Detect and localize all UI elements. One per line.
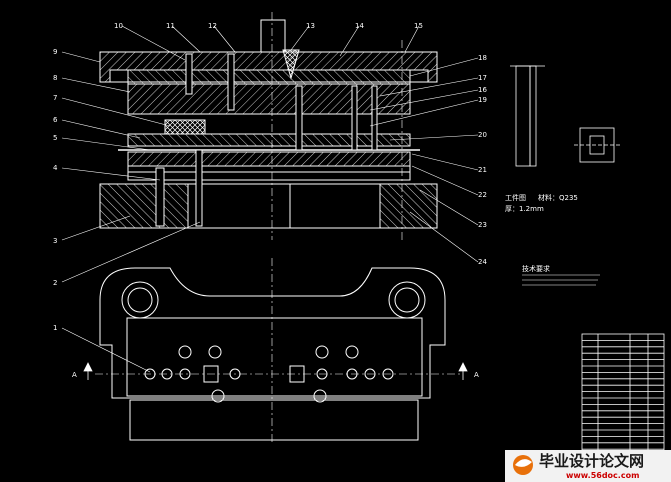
callout-5: 5 <box>53 134 57 142</box>
punch-plate <box>127 83 411 115</box>
callout-12: 12 <box>208 22 217 30</box>
watermark: 毕业设计论文网 www.56doc.com <box>505 450 671 482</box>
callouts-top: 10 11 12 13 14 15 <box>114 22 423 30</box>
callout-24: 24 <box>478 258 487 266</box>
callout-9: 9 <box>53 48 57 56</box>
callout-13: 13 <box>306 22 315 30</box>
callouts-left: 9 8 7 6 5 4 3 2 1 <box>53 48 58 332</box>
callout-15: 15 <box>414 22 423 30</box>
tech-requirement-lines <box>522 274 600 286</box>
callout-10: 10 <box>114 22 123 30</box>
plan-view <box>95 258 460 445</box>
callout-21: 21 <box>478 166 487 174</box>
callout-1: 1 <box>53 324 57 332</box>
section-mark-right <box>458 362 468 380</box>
guide-bush-right <box>388 281 426 319</box>
callout-2: 2 <box>53 279 57 287</box>
callout-11: 11 <box>166 22 175 30</box>
callout-8: 8 <box>53 74 57 82</box>
callout-labels <box>61 25 479 373</box>
callout-20: 20 <box>478 131 487 139</box>
callout-23: 23 <box>478 221 487 229</box>
die-plate <box>127 151 411 167</box>
callout-3: 3 <box>53 237 57 245</box>
workpiece-name-label: 工件图 <box>505 193 526 202</box>
callout-17: 17 <box>478 74 487 82</box>
lower-plate-outline <box>99 267 446 399</box>
guide-bush-left <box>121 281 159 319</box>
stripper-plate <box>127 133 411 147</box>
callout-18: 18 <box>478 54 487 62</box>
section-label-left: A <box>72 371 77 379</box>
callout-19: 19 <box>478 96 487 104</box>
callouts-right: 18 17 16 19 20 21 22 23 24 <box>478 54 487 266</box>
section-mark-left <box>83 362 93 380</box>
punch-holes <box>144 345 394 403</box>
callout-16: 16 <box>478 86 487 94</box>
workpiece-material-label: 材料：Q235 <box>538 193 578 202</box>
rubber-block <box>164 119 206 135</box>
callout-7: 7 <box>53 94 57 102</box>
callout-22: 22 <box>478 191 487 199</box>
workpiece-views <box>510 65 620 167</box>
callout-14: 14 <box>355 22 364 30</box>
section-view <box>99 12 438 240</box>
callout-4: 4 <box>53 164 58 172</box>
die-shank <box>260 19 286 53</box>
watermark-url: www.56doc.com <box>566 471 639 480</box>
section-label-right: A <box>474 371 479 379</box>
upper-pad <box>127 69 411 85</box>
callout-6: 6 <box>53 116 58 124</box>
tech-requirements-title: 技术要求 <box>522 264 550 273</box>
watermark-title: 毕业设计论文网 <box>539 452 644 470</box>
workpiece-thickness-label: 厚：1.2mm <box>505 205 544 213</box>
